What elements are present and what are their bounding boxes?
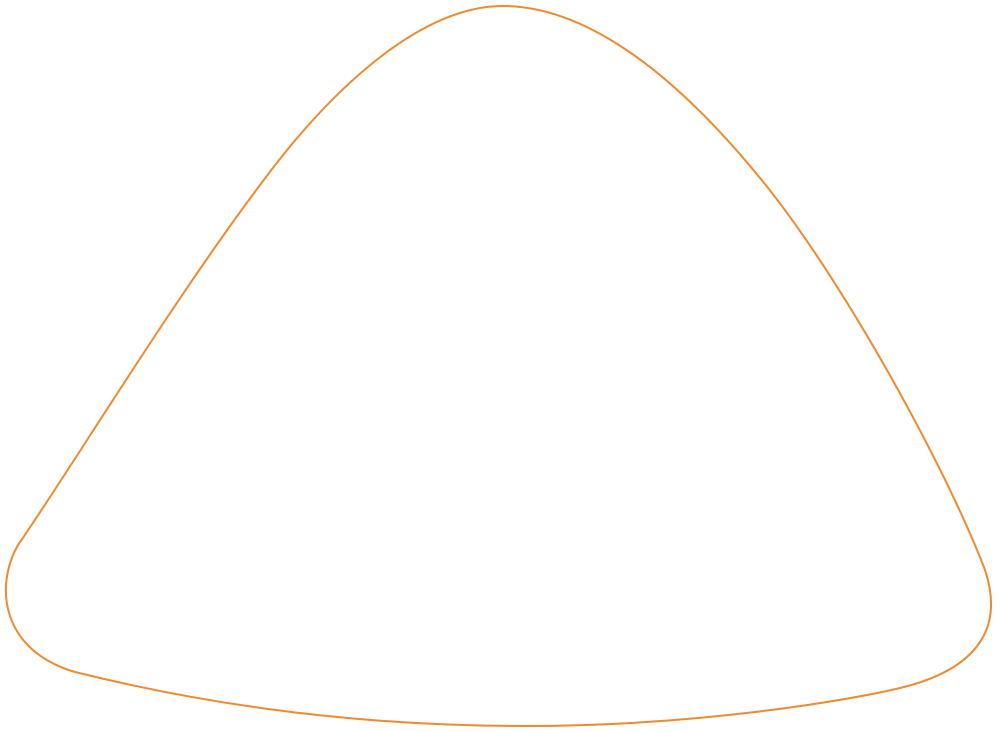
triangle-outline-path <box>4 5 993 727</box>
